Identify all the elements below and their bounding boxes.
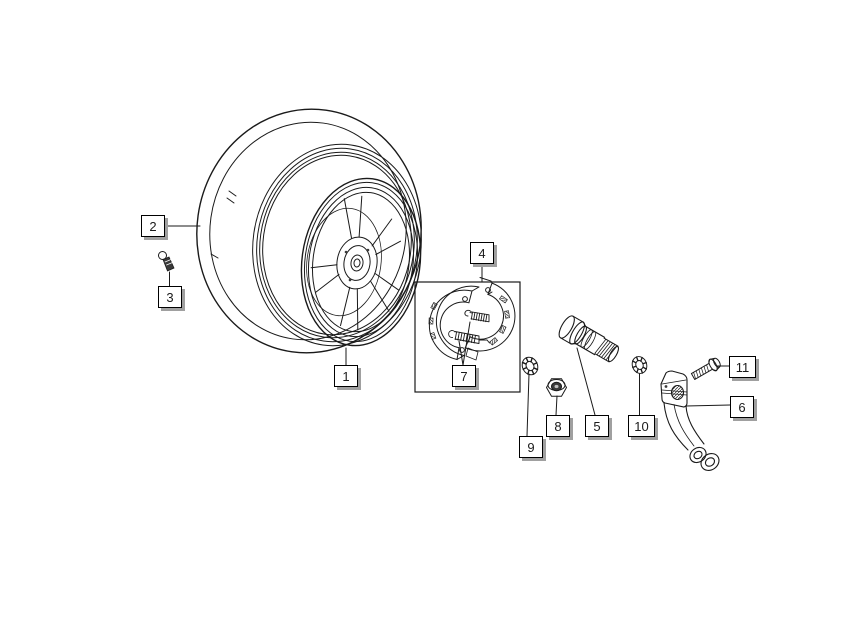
tire-valve-drawing [158, 251, 175, 272]
callout-line-6 [685, 404, 731, 407]
hub [336, 236, 378, 290]
washer9-drawing [521, 356, 539, 376]
callout-line-7a [462, 321, 471, 366]
callout-line-9 [526, 373, 530, 437]
sidewall-ticks [210, 190, 237, 259]
bolt-drawing [690, 357, 721, 380]
part-label-7[interactable]: 7 [452, 365, 476, 387]
tire-drawing [196, 108, 422, 354]
part-label-3[interactable]: 3 [158, 286, 182, 308]
part-label-6[interactable]: 6 [730, 396, 754, 418]
part-label-11[interactable]: 11 [729, 356, 756, 378]
callout-line-7b [458, 340, 464, 366]
brake-lever-drawing [660, 370, 720, 471]
part-label-9[interactable]: 9 [519, 436, 543, 458]
brake-spring-upper [464, 309, 490, 323]
brake-spring-lower [448, 330, 490, 344]
axle-drawing [558, 315, 620, 363]
brake-shoe-kit-box [414, 281, 521, 393]
part-label-5[interactable]: 5 [585, 415, 609, 437]
part-label-1[interactable]: 1 [334, 365, 358, 387]
part-label-2[interactable]: 2 [141, 215, 165, 237]
lever-spline-hole [670, 384, 685, 401]
spokes [310, 195, 401, 331]
part-label-10[interactable]: 10 [628, 415, 655, 437]
brake-shoes-drawing [428, 277, 516, 361]
bolt-thread-hatch [693, 364, 709, 380]
rim-drawing [252, 143, 422, 347]
callout-line-8 [555, 395, 558, 416]
washer10-drawing [631, 356, 648, 374]
nut-drawing [545, 378, 568, 397]
axle-thread-hatch [594, 339, 618, 361]
callout-lines [164, 225, 731, 437]
callout-line-5 [576, 347, 596, 416]
part-label-8[interactable]: 8 [546, 415, 570, 437]
part-label-4[interactable]: 4 [470, 242, 494, 264]
